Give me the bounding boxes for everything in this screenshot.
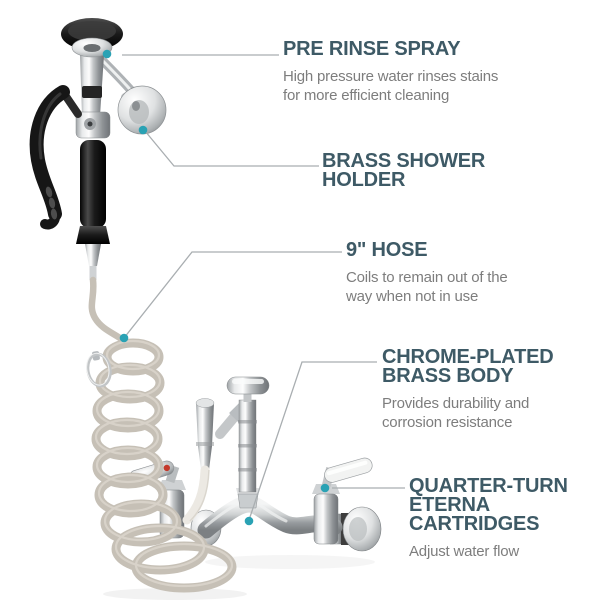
coiled-hose: [86, 276, 247, 600]
callout-pre-rinse-spray: PRE RINSE SPRAY High pressure water rins…: [283, 38, 513, 105]
callout-chrome-plated-brass-body: CHROME-PLATED BRASS BODY Provides durabi…: [382, 346, 592, 432]
wall-holder-disc: [117, 85, 167, 135]
spray-grip: [76, 140, 110, 280]
callout-quarter-turn-cartridges: QUARTER-TURN ETERNA CARTRIDGES Adjust wa…: [409, 475, 594, 562]
callout-line-chrome-plated-brass-body: [248, 361, 377, 521]
callout-title: QUARTER-TURN ETERNA CARTRIDGES: [409, 475, 568, 535]
callout-description: Adjust water flow: [409, 543, 519, 560]
callout-title: 9" HOSE: [346, 239, 428, 261]
hose-sheath: [182, 465, 210, 525]
center-riser: [215, 376, 270, 509]
marker-dot-brass-shower-holder: [138, 125, 148, 135]
hose-standpipe: [195, 398, 215, 470]
hot-index-dot: [163, 464, 171, 472]
callout-title: CHROME-PLATED BRASS BODY: [382, 346, 554, 387]
callout-description: Provides durability and corrosion resist…: [382, 395, 530, 431]
hanging-ring-clip: [86, 351, 112, 388]
callout-title: BRASS SHOWER HOLDER: [322, 150, 486, 191]
callout-description: High pressure water rinses stains for mo…: [283, 68, 499, 104]
callout-title: PRE RINSE SPRAY: [283, 38, 461, 60]
marker-dot-nine-inch-hose: [119, 333, 129, 343]
marker-dot-pre-rinse-spray: [102, 49, 112, 59]
marker-dot-quarter-turn-cartridges: [320, 483, 330, 493]
callout-nine-inch-hose: 9" HOSE Coils to remain out of the way w…: [346, 239, 576, 306]
callout-line-nine-inch-hose: [123, 251, 342, 339]
marker-dot-chrome-plated-brass-body: [244, 516, 254, 526]
spray-head: [61, 18, 123, 116]
spray-squeeze-handle: [29, 85, 70, 230]
marker-dots: [102, 49, 330, 526]
callout-line-brass-shower-holder: [144, 130, 319, 167]
right-handle: [312, 457, 373, 545]
callout-lines: [122, 54, 405, 521]
spray-gun: [29, 18, 167, 280]
callout-brass-shower-holder: BRASS SHOWER HOLDER: [322, 150, 542, 191]
callout-description: Coils to remain out of the way when not …: [346, 269, 508, 305]
